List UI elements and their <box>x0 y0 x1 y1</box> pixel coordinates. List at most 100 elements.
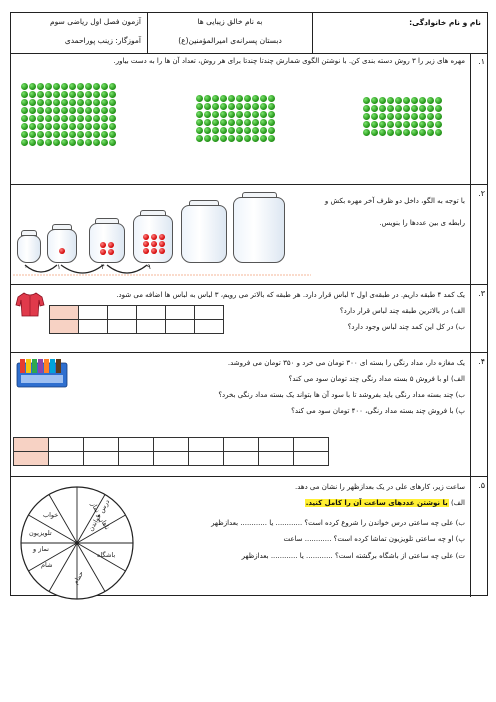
green-bead <box>363 129 370 136</box>
green-bead <box>212 127 219 134</box>
green-bead <box>244 119 251 126</box>
green-bead <box>69 107 76 114</box>
green-bead <box>371 113 378 120</box>
green-bead <box>435 105 442 112</box>
red-bead <box>108 242 114 248</box>
green-bead <box>260 127 267 134</box>
jar-5 <box>181 200 227 263</box>
green-bead <box>403 105 410 112</box>
green-bead <box>45 91 52 98</box>
green-bead <box>37 123 44 130</box>
green-bead <box>29 115 36 122</box>
green-bead <box>371 121 378 128</box>
green-bead <box>21 83 28 90</box>
red-bead <box>159 248 165 254</box>
green-bead <box>403 97 410 104</box>
green-bead <box>236 127 243 134</box>
green-bead <box>45 123 52 130</box>
green-bead <box>268 103 275 110</box>
jar-1 <box>17 230 41 263</box>
question-number-column: ۴. <box>470 353 487 476</box>
green-bead <box>228 127 235 134</box>
green-bead <box>61 115 68 122</box>
header-bismillah: به نام خالق زیبایی ها <box>197 17 263 26</box>
green-bead <box>196 95 203 102</box>
green-bead <box>411 105 418 112</box>
green-bead <box>379 97 386 104</box>
jar-3 <box>89 218 125 263</box>
question-number-column: ۵. <box>470 477 487 597</box>
question-1: ۱. مهره های زیر را ۳ روش دسته بندی کن. ب… <box>11 53 487 185</box>
green-bead <box>53 139 60 146</box>
green-bead <box>29 123 36 130</box>
part-a-prefix: الف) <box>450 499 465 507</box>
green-bead <box>61 139 68 146</box>
green-bead <box>37 83 44 90</box>
question-part-c: پ) با فروش چند بسته مداد رنگی، ۴۰۰ تومان… <box>291 407 465 415</box>
green-bead <box>244 103 251 110</box>
exam-sheet: نام و نام خانوادگی: به نام خالق زیبایی ه… <box>10 12 488 600</box>
green-bead <box>77 139 84 146</box>
green-bead <box>93 107 100 114</box>
student-name-cell: نام و نام خانوادگی: <box>312 13 487 53</box>
green-bead <box>220 135 227 142</box>
green-bead <box>85 107 92 114</box>
red-bead <box>100 242 106 248</box>
question-part-c: پ) او چه ساعتی تلویزیون تماشا کرده است؟ … <box>283 535 465 543</box>
green-bead <box>403 113 410 120</box>
green-bead <box>204 119 211 126</box>
question-3: ۳. یک کمد ۴ طبقه داریم. در طبقه‌ی اول ۲ … <box>11 285 487 353</box>
green-bead <box>61 91 68 98</box>
green-bead <box>29 99 36 106</box>
green-bead <box>363 105 370 112</box>
green-bead <box>268 119 275 126</box>
green-bead <box>37 131 44 138</box>
green-bead <box>196 135 203 142</box>
green-bead <box>395 113 402 120</box>
answer-grid[interactable] <box>13 437 329 466</box>
pattern-arrows <box>13 264 311 276</box>
answer-grid[interactable] <box>49 305 224 334</box>
green-bead <box>387 97 394 104</box>
green-bead <box>77 115 84 122</box>
green-bead <box>220 127 227 134</box>
green-bead <box>419 113 426 120</box>
green-bead <box>204 95 211 102</box>
green-bead <box>268 111 275 118</box>
question-number: ۵. <box>478 481 485 490</box>
green-bead <box>403 129 410 136</box>
green-bead <box>220 95 227 102</box>
red-bead <box>151 234 157 240</box>
header-row: نام و نام خانوادگی: به نام خالق زیبایی ه… <box>11 13 487 54</box>
green-bead <box>220 103 227 110</box>
green-bead <box>212 103 219 110</box>
red-bead <box>108 249 114 255</box>
clock-label-tv: تلویزیون <box>29 529 52 537</box>
question-number-column: ۱. <box>470 53 487 184</box>
green-bead <box>204 111 211 118</box>
green-bead <box>419 105 426 112</box>
green-bead <box>85 139 92 146</box>
green-bead <box>260 103 267 110</box>
green-bead <box>244 111 251 118</box>
green-bead <box>93 139 100 146</box>
green-bead <box>419 97 426 104</box>
green-bead <box>236 103 243 110</box>
green-bead <box>21 123 28 130</box>
red-bead <box>143 234 149 240</box>
jar-number: ۱ <box>57 263 61 271</box>
green-bead <box>387 105 394 112</box>
green-bead <box>53 123 60 130</box>
green-bead <box>85 99 92 106</box>
green-bead <box>260 135 267 142</box>
green-bead <box>196 127 203 134</box>
question-number: ۴. <box>478 357 485 366</box>
green-bead <box>268 95 275 102</box>
green-bead <box>411 121 418 128</box>
green-bead <box>212 111 219 118</box>
question-text: یک مغازه دار، مداد رنگی را بسته ای ۳۰۰ ت… <box>227 359 465 367</box>
green-bead <box>53 99 60 106</box>
green-bead <box>101 107 108 114</box>
green-bead <box>228 119 235 126</box>
question-number: ۲. <box>478 189 485 198</box>
